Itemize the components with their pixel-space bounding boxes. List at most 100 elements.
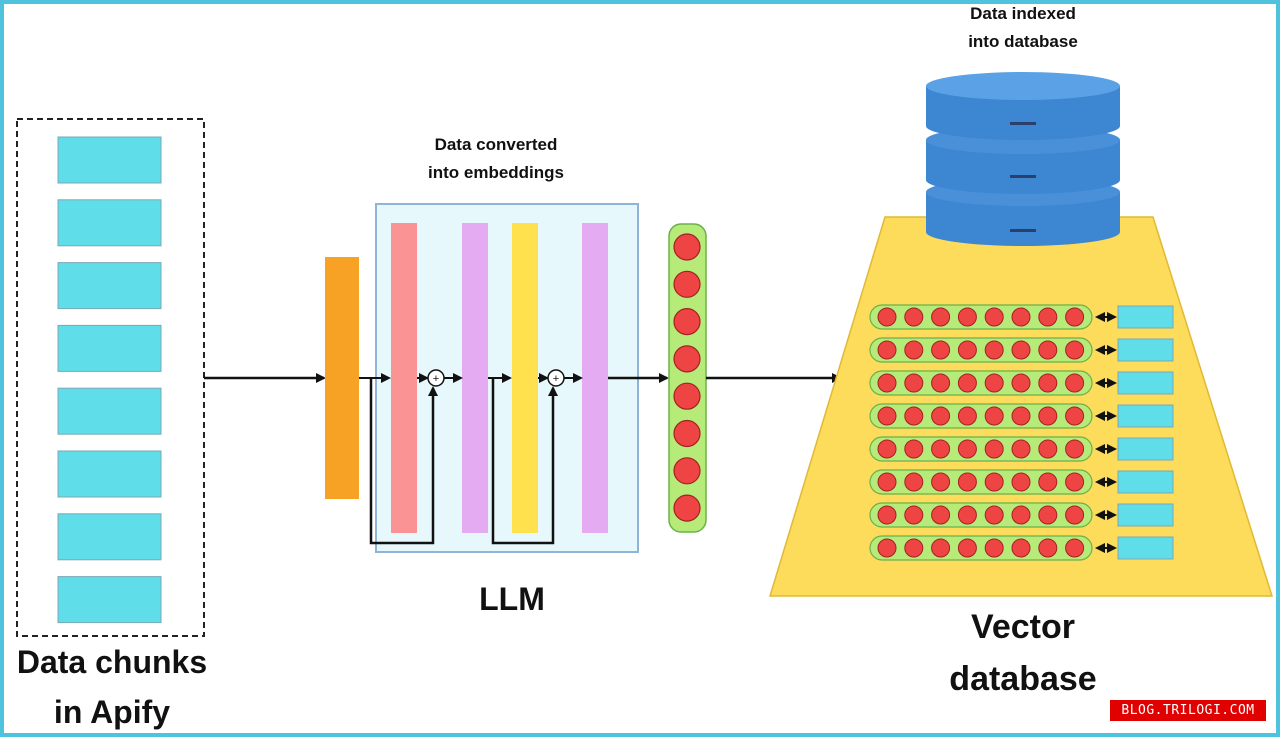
db-row-node	[904, 406, 924, 426]
chunks-label-line1: Data chunks	[17, 644, 207, 680]
db-row-node	[957, 406, 977, 426]
db-row-node	[931, 505, 951, 525]
skip-connection-2	[491, 378, 558, 545]
db-row-chunk	[1117, 536, 1174, 560]
db-row-node	[984, 340, 1004, 360]
db-row-vector	[869, 502, 1093, 528]
db-row-node	[957, 472, 977, 492]
data-chunk	[57, 324, 162, 372]
llm-label: LLM	[479, 581, 545, 617]
db-row-chunk	[1117, 338, 1174, 362]
db-row-chunk	[1117, 371, 1174, 395]
watermark: BLOG.TRILOGI.COM	[1110, 700, 1266, 721]
embedding-node	[673, 233, 701, 261]
db-row-chunk	[1117, 503, 1174, 527]
db-row-node	[957, 439, 977, 459]
embedding-node	[673, 494, 701, 522]
db-row-node	[1038, 538, 1058, 558]
db-row-node	[931, 340, 951, 360]
input-layer	[325, 257, 359, 499]
db-row-node	[984, 307, 1004, 327]
db-row-chunk	[1117, 305, 1174, 329]
lavender-layer-2	[582, 223, 608, 533]
db-row-node	[1065, 340, 1085, 360]
db-row-vector	[869, 370, 1093, 396]
database-rows	[869, 304, 1174, 561]
chunks-label-line2: in Apify	[54, 694, 170, 730]
db-row-node	[904, 472, 924, 492]
db-row-node	[1038, 505, 1058, 525]
db-row-node	[877, 373, 897, 393]
db-row-node	[877, 439, 897, 459]
data-chunk	[57, 136, 162, 184]
db-row-node	[1011, 340, 1031, 360]
db-row-node	[1065, 472, 1085, 492]
db-row-node	[931, 373, 951, 393]
db-row-node	[1011, 505, 1031, 525]
embedding-node	[673, 270, 701, 298]
db-row-node	[1011, 373, 1031, 393]
embedding-node	[673, 419, 701, 448]
db-row-node	[1038, 406, 1058, 426]
yellow-layer	[512, 223, 538, 533]
db-row-node	[984, 472, 1004, 492]
db-row-vector	[869, 337, 1093, 363]
db-row-node	[904, 439, 924, 459]
db-row-node	[984, 373, 1004, 393]
indexed-label-line1: Data indexed	[970, 4, 1076, 23]
skip-connection-1	[369, 378, 438, 545]
data-chunk	[57, 387, 162, 435]
embedding-vector	[668, 223, 707, 533]
db-row-node	[1038, 307, 1058, 327]
db-row-node	[957, 340, 977, 360]
db-row-node	[877, 538, 897, 558]
db-row-chunk	[1117, 437, 1174, 461]
db-row-node	[1011, 307, 1031, 327]
data-chunk	[57, 450, 162, 498]
db-row-node	[1011, 406, 1031, 426]
embedding-node	[673, 308, 701, 336]
db-row-node	[984, 538, 1004, 558]
db-row-node	[877, 307, 897, 327]
db-row-vector	[869, 469, 1093, 495]
rag-pipeline-diagram: Data chunks in Apify Data converted into…	[16, 4, 1274, 730]
db-row-node	[1038, 472, 1058, 492]
db-row-chunk	[1117, 470, 1174, 494]
db-row-vector	[869, 436, 1093, 462]
db-row-node	[877, 340, 897, 360]
db-row-node	[1065, 307, 1085, 327]
vector-label-line1: Vector	[971, 608, 1075, 646]
db-row-vector	[869, 304, 1093, 330]
db-row-chunk	[1117, 404, 1174, 428]
db-row-node	[957, 538, 977, 558]
db-row-node	[1065, 505, 1085, 525]
db-row-node	[904, 538, 924, 558]
db-row-node	[957, 505, 977, 525]
embedding-node	[673, 345, 701, 373]
add-symbol-1: +	[433, 373, 439, 385]
data-chunk	[57, 576, 162, 624]
db-row-node	[984, 505, 1004, 525]
db-row-node	[984, 439, 1004, 459]
db-row-node	[1011, 538, 1031, 558]
db-row-node	[1038, 439, 1058, 459]
embedding-node	[673, 382, 701, 410]
db-row-node	[957, 373, 977, 393]
add-symbol-2: +	[553, 373, 559, 385]
db-row-node	[1065, 406, 1085, 426]
db-row-node	[1065, 538, 1085, 558]
db-row-node	[877, 472, 897, 492]
db-row-vector	[869, 535, 1093, 561]
db-row-node	[877, 505, 897, 525]
db-row-node	[904, 505, 924, 525]
db-row-node	[904, 373, 924, 393]
db-row-node	[1065, 439, 1085, 459]
db-row-node	[877, 406, 897, 426]
db-row-node	[931, 538, 951, 558]
pink-layer	[391, 223, 417, 533]
db-row-node	[1065, 373, 1085, 393]
indexed-label-line2: into database	[968, 32, 1078, 51]
data-chunk	[57, 199, 162, 247]
vector-label-line2: database	[949, 660, 1096, 698]
